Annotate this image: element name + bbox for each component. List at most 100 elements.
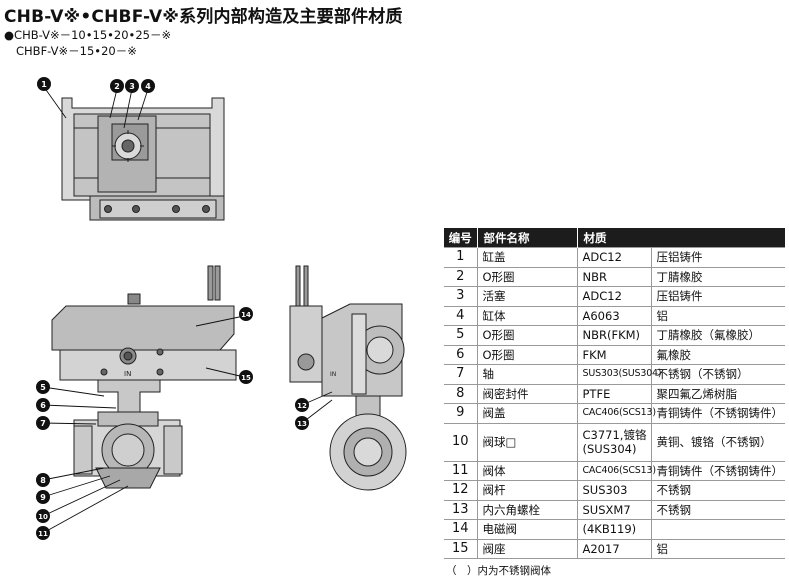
page-title: CHB-V※•CHBF-V※系列内部构造及主要部件材质 — [4, 7, 403, 27]
svg-text:7: 7 — [40, 419, 46, 428]
callout-15: 15 — [239, 370, 253, 384]
part-name: 内六角螺栓 — [477, 499, 578, 520]
part-material-desc: 不锈钢 — [651, 499, 785, 520]
part-material-desc: 不锈钢 — [651, 480, 785, 500]
svg-text:6: 6 — [40, 401, 46, 410]
part-number: 9 — [444, 403, 478, 423]
part-material: ADC12 — [577, 247, 652, 267]
callout-10: 10 — [36, 509, 50, 523]
top-view — [61, 97, 225, 221]
part-name: 阀座 — [477, 538, 578, 559]
svg-text:15: 15 — [241, 374, 251, 382]
part-number: 3 — [444, 286, 478, 306]
part-material: NBR(FKM) — [577, 325, 652, 345]
svg-text:4: 4 — [145, 82, 151, 91]
part-material-desc: 压铝铸件 — [651, 247, 785, 267]
part-material-desc: 青铜铸件（不锈钢铸件） — [651, 460, 785, 481]
part-name: 阀盖 — [477, 403, 578, 423]
part-material: (4KB119) — [577, 519, 652, 539]
part-material: A2017 — [577, 538, 652, 559]
svg-text:12: 12 — [297, 402, 307, 410]
part-material-desc: 铝 — [651, 538, 785, 559]
part-name: 轴 — [477, 364, 578, 384]
part-material: ADC12 — [577, 286, 652, 306]
callout-2: 2 — [110, 79, 124, 93]
svg-text:1: 1 — [41, 80, 47, 89]
callout-6: 6 — [36, 398, 50, 412]
header-material: 材质 — [577, 228, 786, 248]
part-material: NBR — [577, 266, 652, 287]
model-line-1: ●CHB-V※－10•15•20•25－※ — [4, 28, 172, 42]
part-material-desc: 黄铜、镀铬（不锈钢） — [651, 422, 785, 461]
part-material-desc: 铝 — [651, 305, 785, 326]
side-view — [289, 265, 407, 491]
callout-4: 4 — [141, 79, 155, 93]
part-material-desc: 青铜铸件（不锈钢铸件） — [651, 403, 785, 423]
callout-1: 1 — [37, 77, 51, 91]
part-material-desc: 压铝铸件 — [651, 286, 785, 306]
svg-text:8: 8 — [40, 476, 46, 485]
part-material: C3771,镀铬(SUS304) — [577, 422, 652, 461]
part-name: 阀杆 — [477, 480, 578, 500]
part-material: SUSXM7 — [577, 499, 652, 520]
part-name: 活塞 — [477, 286, 578, 306]
part-name: O形圈 — [477, 344, 578, 365]
part-material: A6063 — [577, 305, 652, 326]
callout-8: 8 — [36, 473, 50, 487]
in-marker-front: IN — [124, 370, 131, 378]
callout-7: 7 — [36, 416, 50, 430]
svg-text:11: 11 — [38, 530, 48, 538]
part-number: 1 — [444, 247, 478, 267]
part-material-desc: 丁腈橡胶（氟橡胶） — [651, 325, 785, 345]
in-marker-side: IN — [330, 371, 336, 378]
part-number: 10 — [444, 422, 478, 461]
part-number: 8 — [444, 383, 478, 404]
callout-12: 12 — [295, 398, 309, 412]
svg-text:5: 5 — [40, 383, 46, 392]
callout-11: 11 — [36, 526, 50, 540]
footnote: （ ）内为不锈钢阀体 — [446, 565, 551, 577]
model-list: ●CHB-V※－10•15•20•25－※ CHBF-V※－15•20－※ — [4, 27, 171, 59]
front-view — [51, 265, 237, 489]
svg-text:2: 2 — [114, 82, 120, 91]
part-name: 阀密封件 — [477, 383, 578, 404]
part-material-desc: 丁腈橡胶 — [651, 266, 785, 287]
part-number: 5 — [444, 325, 478, 345]
part-number: 2 — [444, 266, 478, 287]
svg-text:9: 9 — [40, 493, 46, 502]
callout-5: 5 — [36, 380, 50, 394]
part-name: 阀体 — [477, 460, 578, 481]
model-line-2: CHBF-V※－15•20－※ — [16, 44, 137, 58]
table-header-row: 编号 部件名称 材质 — [444, 228, 786, 248]
part-number: 4 — [444, 305, 478, 326]
part-name: 电磁阀 — [477, 519, 578, 539]
part-material-desc: 聚四氟乙烯树脂 — [651, 383, 785, 404]
part-number: 14 — [444, 519, 478, 539]
part-material: PTFE — [577, 383, 652, 404]
callout-13: 13 — [295, 416, 309, 430]
part-name: 缸盖 — [477, 247, 578, 267]
callout-9: 9 — [36, 490, 50, 504]
part-name: O形圈 — [477, 325, 578, 345]
svg-text:10: 10 — [38, 513, 48, 521]
header-name: 部件名称 — [477, 228, 578, 248]
part-material-desc — [651, 519, 785, 539]
svg-text:14: 14 — [241, 311, 251, 319]
part-material: SUS303 — [577, 480, 652, 500]
svg-text:13: 13 — [297, 420, 307, 428]
part-number: 11 — [444, 460, 478, 481]
